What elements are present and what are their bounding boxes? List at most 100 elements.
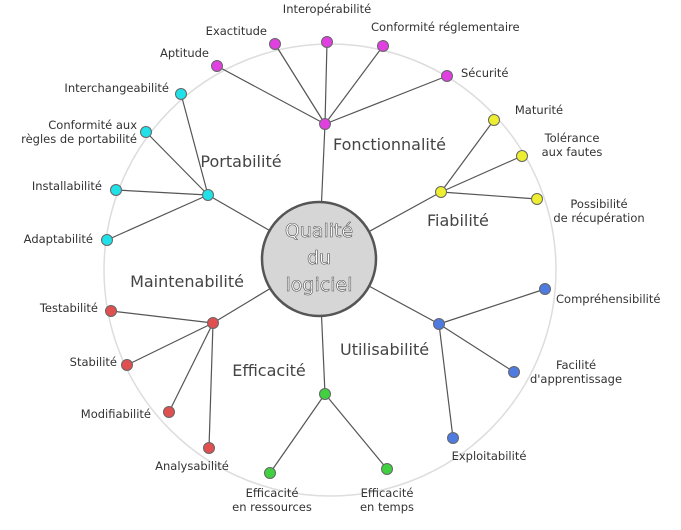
branch-node-utilisabilite bbox=[433, 318, 445, 330]
leaf-label-fiabilite-0-line: Maturité bbox=[515, 103, 563, 117]
edge-fonctionnalite-leaf-1 bbox=[274, 43, 326, 125]
leaf-label-fonctionnalite-4: Sécurité bbox=[461, 66, 509, 80]
edge-fonctionnalite-leaf-2 bbox=[324, 41, 328, 125]
edge-hub-maintenabilite bbox=[212, 287, 271, 324]
leaf-node-maintenabilite-0 bbox=[105, 305, 117, 317]
leaf-label-portabilite-0: Interchangeabilité bbox=[64, 81, 169, 95]
branch-label-fiabilite: Fiabilité bbox=[427, 211, 489, 230]
leaf-label-efficacite-0-line: Efficacité bbox=[246, 486, 299, 500]
edge-fonctionnalite-leaf-4 bbox=[324, 75, 448, 125]
leaf-label-maintenabilite-3: Analysabilité bbox=[155, 459, 229, 473]
edge-utilisabilite-leaf-2 bbox=[438, 323, 454, 439]
edge-portabilite-leaf-3 bbox=[106, 194, 209, 241]
edge-fiabilite-leaf-2 bbox=[440, 191, 538, 200]
leaf-label-utilisabilite-1-line: Facilité bbox=[556, 358, 596, 372]
leaf-label-efficacite-1-line: Efficacité bbox=[361, 486, 414, 500]
leaf-node-maintenabilite-3 bbox=[203, 442, 215, 454]
leaf-label-efficacite-0-line: en ressources bbox=[232, 500, 312, 514]
edge-hub-fiabilite bbox=[368, 191, 442, 233]
leaf-label-portabilite-1-line: règles de portabilité bbox=[21, 132, 137, 146]
leaf-label-utilisabilite-0: Compréhensibilité bbox=[556, 292, 660, 306]
leaf-label-fonctionnalite-4-line: Sécurité bbox=[461, 66, 509, 80]
center-hub bbox=[260, 200, 378, 318]
branch-label-utilisabilite: Utilisabilité bbox=[340, 340, 429, 359]
leaf-label-fiabilite-2-line: de récupération bbox=[553, 211, 644, 225]
leaf-label-utilisabilite-2-line: Exploitabilité bbox=[452, 449, 527, 463]
edge-hub-portabilite bbox=[207, 194, 270, 232]
branch-maintenabilite: MaintenabilitéTestabilitéStabilitéModifi… bbox=[39, 272, 244, 473]
leaf-label-fonctionnalite-3: Conformité réglementaire bbox=[371, 20, 520, 34]
edge-fonctionnalite-leaf-0 bbox=[216, 65, 326, 125]
branch-node-maintenabilite bbox=[207, 317, 219, 329]
edge-fiabilite-leaf-1 bbox=[440, 155, 523, 193]
leaf-label-utilisabilite-2: Exploitabilité bbox=[452, 449, 527, 463]
edge-efficacite-leaf-1 bbox=[324, 393, 388, 470]
leaf-label-fonctionnalite-3-line: Conformité réglementaire bbox=[371, 20, 520, 34]
leaf-label-maintenabilite-1: Stabilité bbox=[70, 355, 117, 369]
leaf-label-fiabilite-1-line: aux fautes bbox=[542, 145, 603, 159]
leaf-label-fonctionnalite-0-line: Aptitude bbox=[160, 46, 209, 60]
leaf-node-maintenabilite-2 bbox=[163, 406, 175, 418]
center-title-line: logiciel bbox=[286, 274, 353, 296]
leaf-label-maintenabilite-1-line: Stabilité bbox=[70, 355, 117, 369]
edge-efficacite-leaf-0 bbox=[269, 393, 326, 474]
leaf-label-fonctionnalite-1: Exactitude bbox=[206, 24, 267, 38]
leaf-label-maintenabilite-3-line: Analysabilité bbox=[155, 459, 229, 473]
leaf-label-fiabilite-1-line: Tolérance bbox=[544, 131, 600, 145]
branch-label-maintenabilite: Maintenabilité bbox=[130, 272, 244, 291]
edge-utilisabilite-leaf-1 bbox=[438, 323, 515, 373]
leaf-label-fonctionnalite-2-line: Interopérabilité bbox=[283, 2, 371, 16]
edge-hub-efficacite bbox=[320, 315, 326, 395]
leaf-label-fonctionnalite-0: Aptitude bbox=[160, 46, 209, 60]
leaf-node-fonctionnalite-4 bbox=[441, 70, 453, 82]
leaf-node-utilisabilite-2 bbox=[447, 432, 459, 444]
leaf-label-fiabilite-2-line: Possibilité bbox=[570, 197, 627, 211]
leaf-label-fiabilite-0: Maturité bbox=[515, 103, 563, 117]
leaf-node-fonctionnalite-0 bbox=[211, 60, 223, 72]
leaf-label-efficacite-1-line: en temps bbox=[360, 500, 414, 514]
leaf-label-portabilite-2: Installabilité bbox=[32, 179, 102, 193]
edge-portabilite-leaf-1 bbox=[145, 131, 209, 196]
branch-node-fonctionnalite bbox=[319, 118, 331, 130]
branch-node-efficacite bbox=[319, 388, 331, 400]
branch-node-portabilite bbox=[202, 189, 214, 201]
leaf-label-portabilite-0-line: Interchangeabilité bbox=[64, 81, 169, 95]
leaf-label-utilisabilite-1-line: d'apprentissage bbox=[530, 372, 622, 386]
leaf-label-fonctionnalite-1-line: Exactitude bbox=[206, 24, 267, 38]
leaf-node-fiabilite-0 bbox=[488, 114, 500, 126]
branch-portabilite: PortabilitéInterchangeabilitéConformité … bbox=[21, 81, 282, 246]
leaf-label-portabilite-3: Adaptabilité bbox=[24, 232, 93, 246]
branch-label-fonctionnalite: Fonctionnalité bbox=[333, 135, 446, 154]
edge-portabilite-leaf-2 bbox=[115, 189, 209, 196]
leaf-node-fiabilite-2 bbox=[531, 193, 543, 205]
center-title-line: Qualité bbox=[285, 220, 353, 242]
leaf-node-utilisabilite-0 bbox=[539, 283, 551, 295]
edge-portabilite-leaf-0 bbox=[180, 93, 209, 196]
edge-maintenabilite-leaf-2 bbox=[168, 322, 214, 413]
leaf-node-fonctionnalite-1 bbox=[269, 38, 281, 50]
edge-maintenabilite-leaf-1 bbox=[126, 322, 214, 366]
leaf-label-maintenabilite-2: Modifiabilité bbox=[81, 407, 151, 421]
leaf-node-fonctionnalite-3 bbox=[377, 40, 389, 52]
leaf-label-maintenabilite-2-line: Modifiabilité bbox=[81, 407, 151, 421]
edges bbox=[106, 41, 546, 474]
leaf-label-maintenabilite-0-line: Testabilité bbox=[39, 301, 98, 315]
leaf-node-efficacite-1 bbox=[381, 463, 393, 475]
leaf-label-maintenabilite-0: Testabilité bbox=[39, 301, 98, 315]
leaf-node-utilisabilite-1 bbox=[508, 366, 520, 378]
edge-maintenabilite-leaf-0 bbox=[110, 310, 214, 324]
branch-label-efficacite: Efficacité bbox=[232, 361, 306, 380]
leaf-node-portabilite-0 bbox=[175, 88, 187, 100]
branch-fonctionnalite: Fonctionnalité Aptitude Exactitude Interopé… bbox=[160, 2, 520, 154]
